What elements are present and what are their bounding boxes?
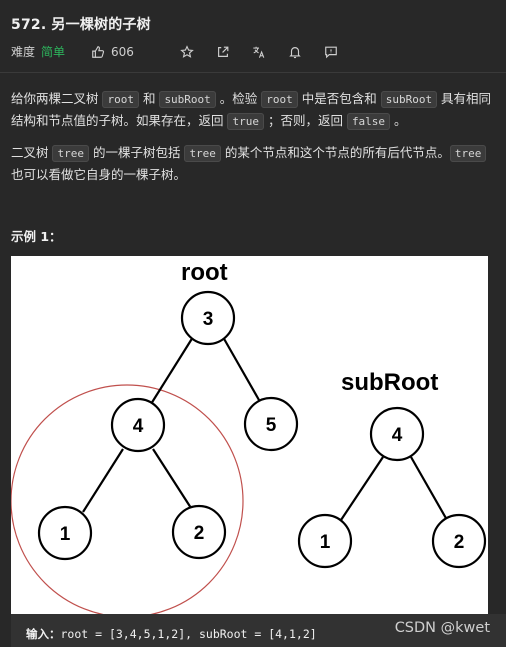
text-segment: 给你两棵二叉树 [11, 91, 103, 106]
share-button[interactable] [216, 45, 230, 59]
inline-code: subRoot [159, 91, 216, 108]
text-segment: 也可以看做它自身的一棵子树。 [11, 167, 187, 182]
problem-title: 572. 另一棵树的子树 [11, 17, 151, 33]
bell-icon [289, 46, 301, 58]
input-label: 输入： [26, 627, 61, 641]
root-node-4: 4 [110, 397, 166, 453]
share-icon [217, 46, 229, 57]
root-node-5-value: 5 [266, 415, 277, 436]
problem-meta: 难度 简单 606 [11, 43, 360, 60]
inline-code: tree [52, 145, 89, 162]
favorite-button[interactable] [180, 44, 194, 59]
text-segment: 具有相同结构和节点值的子树。如果存在，返回 [11, 91, 492, 128]
text-segment: 和 [138, 91, 160, 106]
edge-3-4 [150, 336, 194, 405]
root-node-1-value: 1 [60, 524, 71, 545]
watermark: CSDN @kwet [394, 620, 490, 636]
subroot-node-2: 2 [431, 513, 487, 569]
thumb-up-icon [92, 45, 105, 58]
input-value: root = [3,4,5,1,2], subRoot = [4,1,2] [60, 627, 317, 641]
subroot-node-1-value: 1 [320, 532, 331, 553]
subroot-node-2-value: 2 [454, 532, 465, 553]
edge-3-5 [222, 336, 260, 401]
root-node-2-value: 2 [194, 523, 205, 544]
feedback-button[interactable] [324, 45, 338, 59]
text-segment: 的某个节点和这个节点的所有后代节点。 [220, 145, 450, 160]
example-input: 输入：root = [3,4,5,1,2], subRoot = [4,1,2] [26, 626, 317, 642]
like-count: 606 [111, 44, 134, 59]
text-segment: 中是否包含和 [297, 91, 381, 106]
example-title: 示例 1： [11, 229, 62, 244]
edge-4-1 [82, 448, 124, 513]
root-node-5: 5 [243, 396, 299, 452]
text-segment: 二叉树 [11, 145, 53, 160]
difficulty-badge: 简单 [41, 45, 66, 59]
description-paragraph-2: 二叉树 tree 的一棵子树包括 tree 的某个节点和这个节点的所有后代节点。… [11, 142, 495, 185]
text-segment: 。 [390, 113, 407, 128]
problem-header: 572. 另一棵树的子树 [11, 14, 506, 34]
problem-description: 给你两棵二叉树 root 和 subRoot 。检验 root 中是否包含和 s… [11, 88, 495, 195]
example-figure: root subRoot 3 4 5 1 2 4 1 [11, 256, 488, 614]
header-divider [0, 72, 506, 73]
root-node-3: 3 [180, 290, 236, 346]
description-paragraph-1: 给你两棵二叉树 root 和 subRoot 。检验 root 中是否包含和 s… [11, 88, 495, 132]
difficulty-label: 难度 [11, 45, 36, 59]
root-node-4-value: 4 [133, 416, 144, 437]
translate-button[interactable] [252, 45, 266, 59]
inline-code: tree [449, 145, 487, 162]
text-segment: 。检验 [215, 91, 262, 106]
inline-code: root [261, 91, 298, 108]
example-io: 输入：root = [3,4,5,1,2], subRoot = [4,1,2] [11, 614, 506, 647]
root-node-1: 1 [37, 505, 93, 561]
text-segment: ；否则，返回 [263, 113, 347, 128]
edge-sub-4-2 [410, 456, 448, 521]
star-icon [180, 44, 194, 58]
root-node-3-value: 3 [203, 309, 214, 330]
tree-diagram: root subRoot 3 4 5 1 2 4 1 [11, 259, 487, 614]
root-node-2: 2 [171, 504, 227, 560]
text-segment: 的一棵子树包括 [88, 145, 185, 160]
edge-sub-4-1 [340, 456, 384, 521]
subroot-node-4-value: 4 [392, 425, 403, 446]
inline-code: false [346, 113, 391, 130]
subroot-node-1: 1 [297, 513, 353, 569]
subtree-highlight [11, 384, 244, 614]
inline-code: subRoot [380, 91, 438, 108]
inline-code: tree [184, 145, 221, 162]
notify-button[interactable] [288, 45, 302, 59]
root-tree-label: root [181, 259, 228, 286]
feedback-icon [325, 46, 337, 58]
like-button[interactable]: 606 [91, 45, 158, 59]
inline-code: root [102, 91, 139, 108]
inline-code: true [227, 113, 264, 130]
subroot-tree-label: subRoot [341, 369, 438, 396]
translate-icon [253, 46, 265, 58]
edge-4-2 [152, 448, 192, 509]
subroot-node-4: 4 [369, 406, 425, 462]
